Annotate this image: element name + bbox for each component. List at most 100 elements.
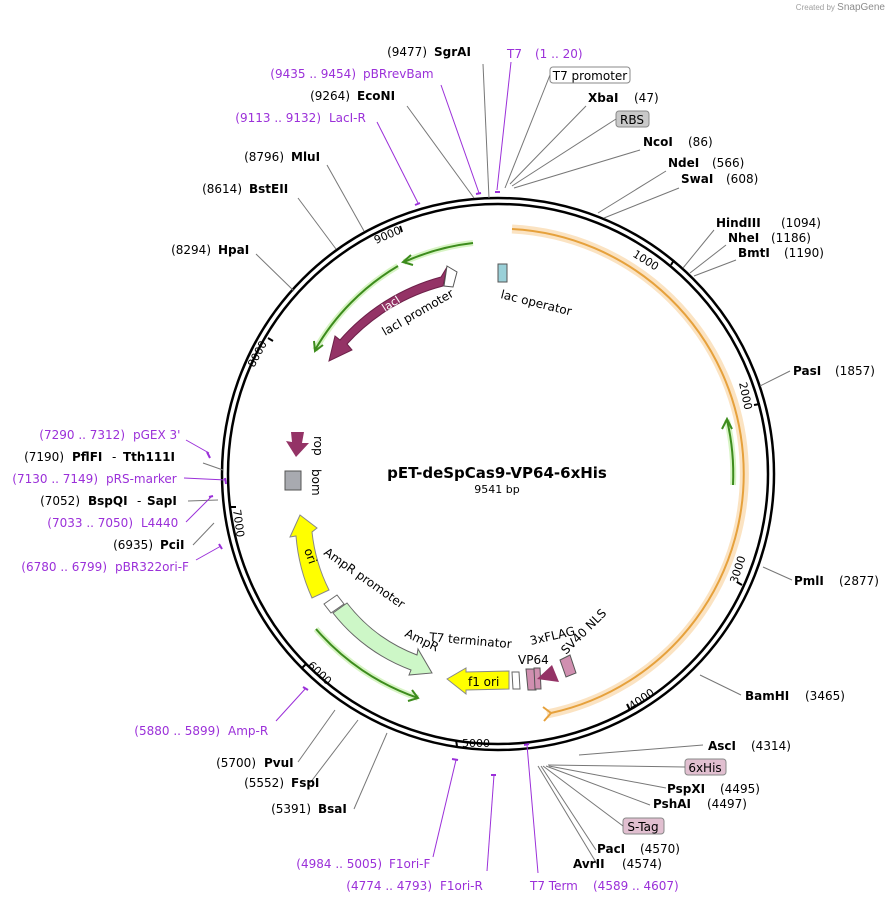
enzyme-pos: (1190) — [784, 246, 824, 260]
enzyme-sep: - — [112, 450, 116, 464]
ampr-promoter-box — [323, 594, 345, 614]
plasmid-name: pET-deSpCas9-VP64-6xHis — [387, 464, 607, 482]
enzyme-name: PspXI — [667, 782, 705, 796]
tick-5000: 5000 — [462, 737, 490, 750]
enzyme-pos: (9264) — [310, 89, 350, 103]
enzyme-pos: (1094) — [781, 216, 821, 230]
enzyme-name: BstEII — [249, 182, 288, 196]
vp64-box — [525, 668, 537, 691]
primer-range: (9435 .. 9454) — [270, 67, 356, 81]
enzyme-name: EcoNI — [357, 89, 395, 103]
enzyme-name: XbaI — [588, 91, 618, 105]
primer-range: (7290 .. 7312) — [39, 428, 125, 442]
enzyme-name: BsaI — [318, 802, 347, 816]
f1-ori-label: f1 ori — [468, 675, 499, 689]
enzyme-name: PvuI — [264, 756, 294, 770]
primer-name: LacI-R — [329, 111, 366, 125]
ori-arrow — [289, 514, 330, 599]
rbs-label: RBS — [620, 113, 644, 127]
laci-arrow — [328, 266, 448, 362]
primer-name: T7 Term — [529, 879, 578, 893]
enzyme-pos: (8294) — [171, 243, 211, 257]
enzyme-pos: (6935) — [113, 538, 153, 552]
green-arrows — [312, 240, 737, 702]
enzyme-name: PacI — [597, 842, 625, 856]
t7-terminator-mark — [511, 671, 521, 690]
t7-terminator-label: T7 terminator — [428, 630, 513, 651]
enzyme-name: Tth111I — [123, 450, 175, 464]
primer-name: pBRrevBam — [363, 67, 434, 81]
bom-label: bom — [309, 469, 323, 496]
enzyme-pos: (7190) — [24, 450, 64, 464]
enzyme-name: BamHI — [745, 689, 789, 703]
enzyme-name: PciI — [160, 538, 185, 552]
enzyme-pos: (1186) — [771, 231, 811, 245]
enzyme-name: PmlI — [794, 574, 824, 588]
enzyme-pos: (86) — [688, 135, 713, 149]
primer-marks — [206, 191, 530, 776]
enzyme-name: AscI — [708, 739, 736, 753]
tick-marks — [230, 225, 761, 747]
enzyme-name: NheI — [728, 231, 759, 245]
t7-promoter-label: T7 promoter — [552, 69, 628, 83]
primer-range: (9113 .. 9132) — [235, 111, 321, 125]
enzyme-pos: (1857) — [835, 364, 875, 378]
enzyme-pos: (47) — [634, 91, 659, 105]
enzyme-pos: (4497) — [707, 797, 747, 811]
primer-range: (7033 .. 7050) — [47, 516, 133, 530]
lac-operator-label: lac operator — [499, 287, 573, 318]
primer-name: T7 — [506, 47, 522, 61]
enzyme-name: NcoI — [643, 135, 673, 149]
boxed-labels — [504, 66, 727, 835]
sv40-arrow — [537, 665, 559, 682]
enzyme-pos: (9477) — [387, 45, 427, 59]
lac-operator-box — [497, 263, 508, 283]
enzyme-pos: (8796) — [244, 150, 284, 164]
primer-range: (6780 .. 6799) — [21, 560, 107, 574]
enzyme-name: BspQI — [88, 494, 128, 508]
rop-arrow — [286, 432, 309, 457]
enzyme-pos: (5700) — [216, 756, 256, 770]
primer-labels: T7 (1 .. 20) (9435 .. 9454) pBRrevBam (9… — [12, 47, 678, 893]
stag-label: S-Tag — [627, 820, 658, 834]
f1-ori-arrow — [446, 667, 510, 696]
enzyme-pos: (4570) — [640, 842, 680, 856]
primer-range: (7130 .. 7149) — [12, 472, 98, 486]
tick-7000: 7000 — [230, 509, 247, 539]
flag-box — [533, 667, 542, 690]
enzyme-pos: (608) — [726, 172, 758, 186]
enzyme-pos: (7052) — [40, 494, 80, 508]
primer-name: F1ori-F — [389, 857, 430, 871]
enzyme-name: HpaI — [218, 243, 249, 257]
enzyme-pos: (2877) — [839, 574, 879, 588]
primer-leaders — [183, 61, 539, 874]
snapgene-credit: Created by SnapGene — [796, 2, 885, 13]
bom-box — [284, 470, 302, 491]
snapgene-logo: SnapGene — [837, 2, 885, 13]
primer-name: L4440 — [141, 516, 178, 530]
enzyme-name: SapI — [147, 494, 177, 508]
enzyme-name: HindIII — [716, 216, 761, 230]
enzyme-name: FspI — [291, 776, 319, 790]
enzyme-labels: (9477) SgrAI (9264) EcoNI (8796) MluI (8… — [24, 45, 879, 871]
enzyme-leaders — [187, 63, 793, 865]
enzyme-name: AvrII — [573, 857, 605, 871]
primer-range: (4984 .. 5005) — [296, 857, 382, 871]
ori-label: ori — [301, 546, 319, 565]
cas9-arrowhead — [542, 706, 553, 722]
6xhis-label: 6xHis — [688, 761, 721, 775]
cas9-arrow — [511, 228, 745, 714]
rop-label: rop — [311, 436, 325, 456]
primer-range: (4589 .. 4607) — [593, 879, 679, 893]
primer-range: (1 .. 20) — [535, 47, 583, 61]
primer-name: pGEX 3' — [133, 428, 180, 442]
plasmid-length: 9541 bp — [474, 483, 519, 496]
enzyme-pos: (4314) — [751, 739, 791, 753]
sv40-box — [559, 654, 577, 678]
enzyme-pos: (3465) — [805, 689, 845, 703]
primer-range: (5880 .. 5899) — [134, 724, 220, 738]
enzyme-name: BmtI — [738, 246, 770, 260]
enzyme-name: MluI — [291, 150, 320, 164]
enzyme-name: PshAI — [653, 797, 691, 811]
